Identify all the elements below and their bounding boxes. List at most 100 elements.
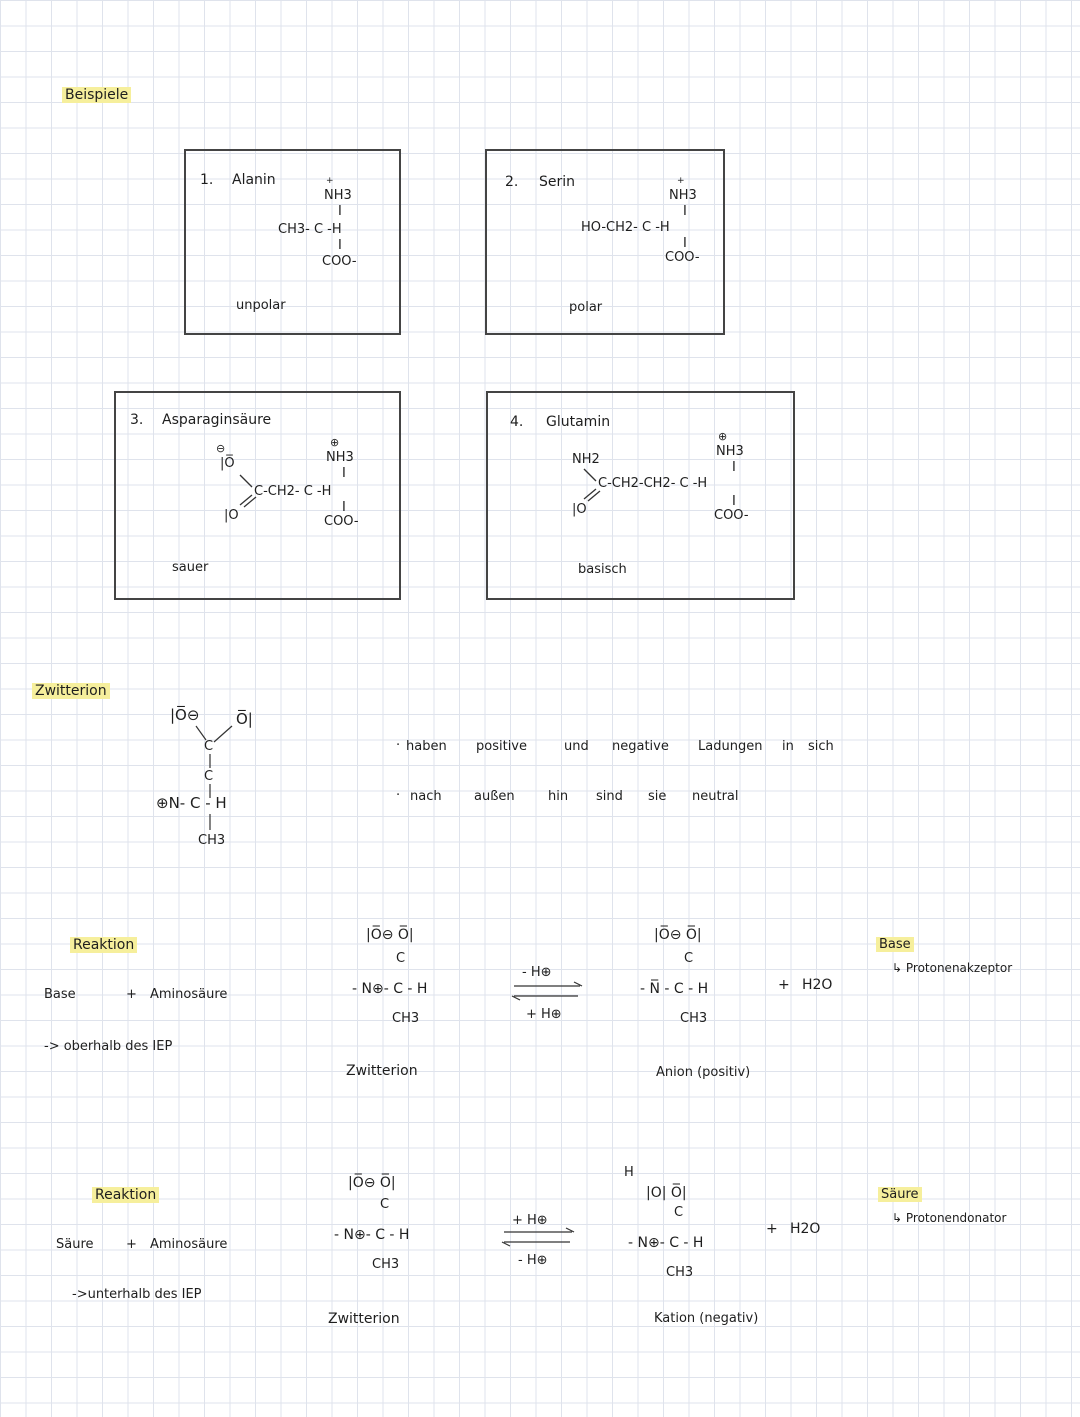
bond: I (683, 236, 687, 251)
backbone: C-CH2- C -H (254, 484, 332, 499)
property-label: unpolar (236, 298, 286, 313)
arrow-top-label: - H⊕ (522, 965, 552, 980)
plus-sign: + (126, 1237, 137, 1252)
oxygen-bottom: |O (224, 508, 239, 523)
carboxylate-oxygens: |O̅⊖ O̅| (348, 1175, 396, 1191)
bond: I (732, 460, 736, 475)
example-name: Serin (539, 174, 576, 190)
arrow-top-label: + H⊕ (512, 1213, 548, 1228)
iep-note: -> oberhalb des IEP (44, 1039, 173, 1054)
example-name: Alanin (232, 172, 276, 188)
reactant-aminosaeure: Aminosäure (150, 1237, 228, 1252)
example-name: Asparaginsäure (162, 412, 272, 428)
methyl-group: CH3 (392, 1011, 420, 1026)
label-anion: Anion (positiv) (656, 1065, 751, 1080)
bond: I (338, 204, 342, 219)
charge-sign: + (677, 176, 685, 186)
example-number: 2. (505, 174, 519, 190)
example-number: 3. (130, 412, 144, 428)
oxygen-top: |O̅ (220, 456, 235, 471)
side-note-donator: ↳ Protonendonator (892, 1211, 1007, 1225)
charge-sign: ⊕ (330, 436, 340, 449)
bond: I (338, 238, 342, 253)
carboxylate-group: COO- (322, 254, 357, 269)
plus-sign: + (126, 987, 137, 1002)
example-name: Glutamin (546, 414, 611, 430)
heading-reaktion-base: Reaktion (70, 937, 138, 953)
iep-note: ->unterhalb des IEP (72, 1287, 202, 1302)
methyl-group: CH3 (372, 1257, 400, 1272)
backbone: HO-CH2- C -H (581, 220, 670, 235)
carbon: C (204, 769, 214, 784)
nitrogen-chain: - N⊕- C - H (352, 981, 428, 997)
side-title-saeure: Säure (878, 1187, 922, 1202)
example-box-glutamin: 4. Glutamin ⊕ NH3 I NH2 C-CH2-CH2- C -H … (486, 391, 795, 600)
label-zwitterion: Zwitterion (346, 1063, 418, 1079)
methyl-group: CH3 (198, 833, 226, 848)
text-word: hin (548, 789, 569, 804)
heading-zwitterion: Zwitterion (32, 683, 110, 699)
carbon: C (674, 1205, 684, 1220)
heading-beispiele: Beispiele (62, 87, 132, 103)
amino-group: NH3 (326, 450, 354, 465)
bullet: · (396, 788, 401, 803)
nh2-group: NH2 (572, 452, 600, 467)
zwitterion-bonds (195, 725, 233, 830)
bond: I (732, 494, 736, 509)
text-word: außen (474, 789, 515, 804)
text-word: positive (476, 739, 527, 754)
carboxylate-oxygens: |O̅⊖ O̅| (654, 927, 702, 943)
label-kation: Kation (negativ) (654, 1311, 759, 1326)
nitrogen-chain: - N̅ - C - H (640, 981, 709, 997)
amino-group: NH3 (669, 188, 697, 203)
water: H2O (802, 977, 833, 993)
hydrogen: H (624, 1165, 634, 1180)
charge-sign: + (326, 176, 334, 186)
oxygen-right: O̅| (236, 710, 253, 728)
carboxylate-group: COO- (714, 508, 749, 523)
amino-group: NH3 (324, 188, 352, 203)
text-word: sind (596, 789, 623, 804)
text-word: und (564, 739, 589, 754)
methyl-group: CH3 (666, 1265, 694, 1280)
bond-lines (239, 474, 257, 508)
bond: I (342, 466, 346, 481)
methyl-group: CH3 (680, 1011, 708, 1026)
example-box-serin: 2. Serin + NH3 I HO-CH2- C -H I COO- pol… (485, 149, 725, 335)
reactant-base: Base (44, 987, 76, 1002)
reactant-aminosaeure: Aminosäure (150, 987, 228, 1002)
carbon: C (684, 951, 694, 966)
reactant-saeure: Säure (56, 1237, 94, 1252)
side-note-akzeptor: ↳ Protonenakzeptor (892, 961, 1013, 975)
text-word: Ladungen (698, 739, 763, 754)
carboxylate-group: COO- (665, 250, 700, 265)
nitrogen-chain: - N⊕- C - H (628, 1235, 704, 1251)
oxygen-bottom: |O (572, 502, 587, 517)
example-box-asparaginsaeure: 3. Asparaginsäure ⊕ NH3 I ⊖ |O̅ C-CH2- C… (114, 391, 401, 600)
amino-group: NH3 (716, 444, 744, 459)
carbon: C (204, 739, 214, 754)
bond: I (342, 500, 346, 515)
arrow-bottom-label: + H⊕ (526, 1007, 562, 1022)
backbone: C-CH2-CH2- C -H (598, 476, 708, 491)
property-label: polar (569, 300, 603, 315)
label-zwitterion: Zwitterion (328, 1311, 400, 1327)
text-word: sich (808, 739, 834, 754)
side-title-base: Base (876, 937, 914, 952)
text-word: neutral (692, 789, 739, 804)
nitrogen-chain: - N⊕- C - H (334, 1227, 410, 1243)
arrow-bottom-label: - H⊕ (518, 1253, 548, 1268)
carbon: C (380, 1197, 390, 1212)
example-number: 1. (200, 172, 214, 188)
example-number: 4. (510, 414, 524, 430)
backbone: CH3- C -H (278, 222, 342, 237)
plus-sign: + (778, 977, 790, 993)
property-label: basisch (578, 562, 627, 577)
plus-sign: + (766, 1221, 778, 1237)
bond-lines (583, 468, 601, 502)
carboxylate-group: COO- (324, 514, 359, 529)
negative-charge: ⊖ (216, 442, 226, 455)
bullet: · (396, 738, 401, 753)
text-word: sie (648, 789, 667, 804)
